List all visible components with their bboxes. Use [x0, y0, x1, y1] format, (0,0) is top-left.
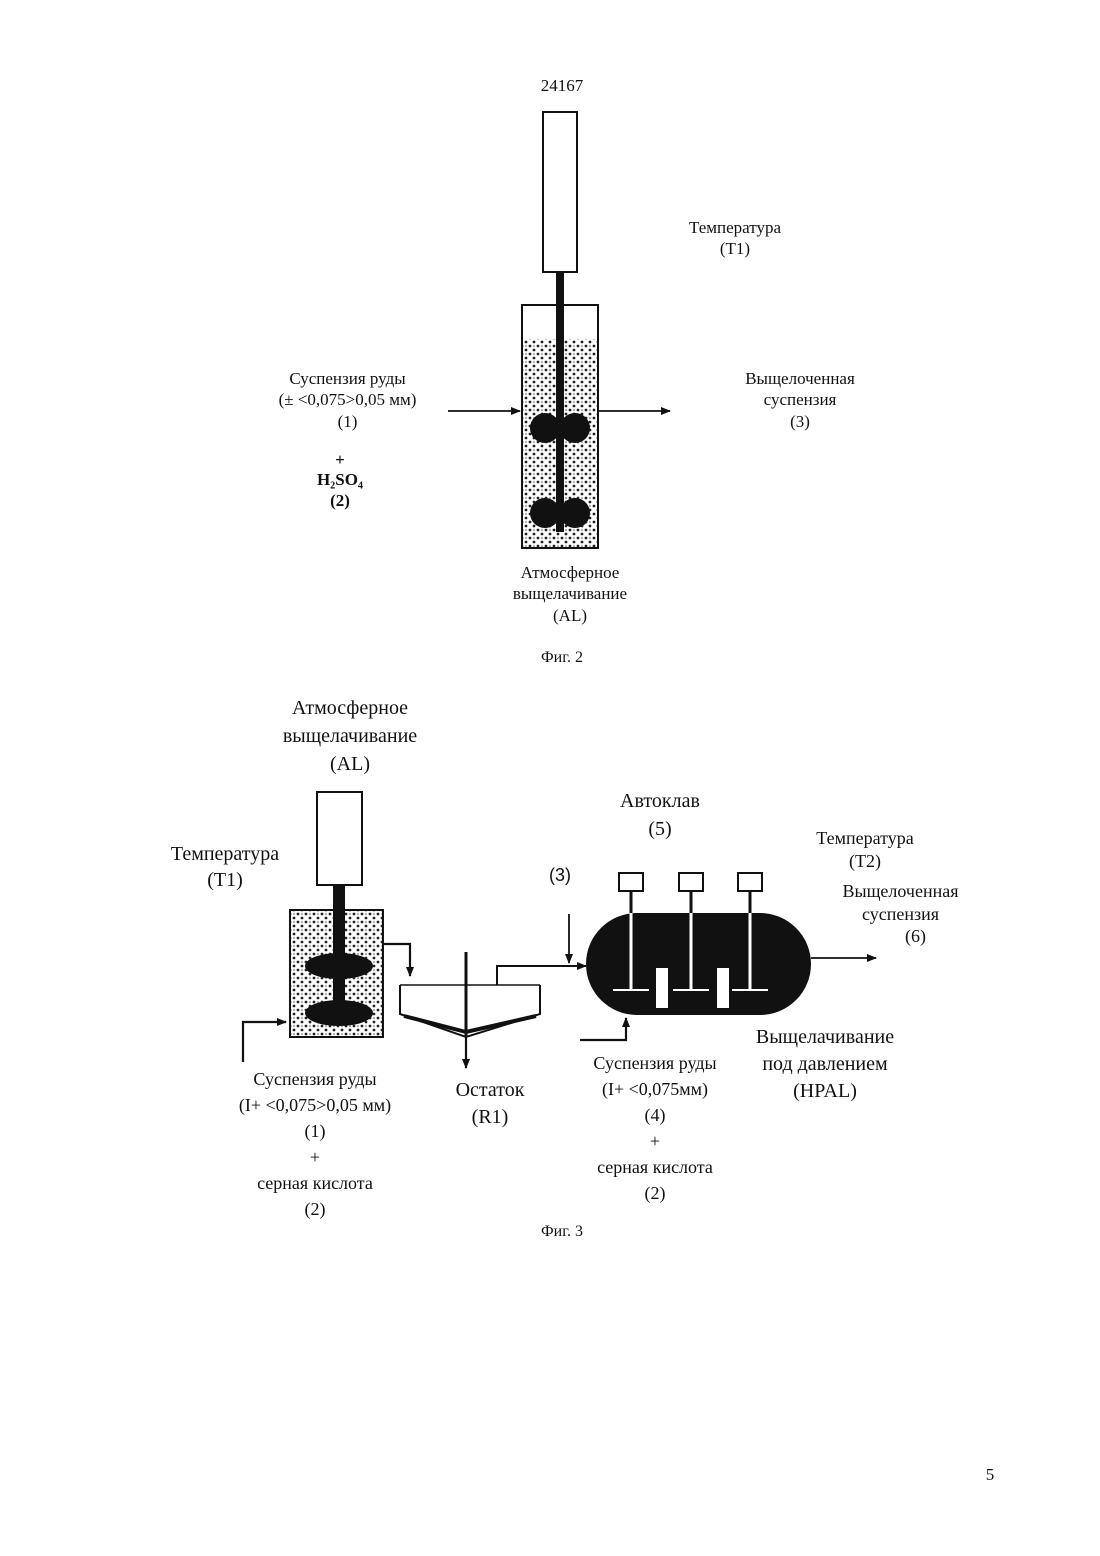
fig3-autoclave-baffle-1 — [656, 968, 668, 1008]
fig3-hpal-line2: под давлением — [725, 1051, 925, 1078]
fig3-temp2-id: (T2) — [790, 850, 940, 873]
fig3-acid4-text: серная кислота — [565, 1154, 745, 1180]
fig2-vessel-line2: выщелачивание — [485, 583, 655, 604]
fig3-feed4-id: (4) — [565, 1102, 745, 1128]
fig2-feed-label: Суспензия руды (± <0,075>0,05 мм) (1) — [240, 368, 455, 432]
fig2-temperature-id: (T1) — [655, 238, 815, 259]
fig2-impeller-lower-left — [530, 498, 560, 528]
fig3-output-label: Выщелоченная суспензия (6) — [818, 880, 983, 948]
document-number: 24167 — [520, 75, 604, 96]
fig3-output-id: (6) — [848, 925, 983, 948]
fig2-acid-id: (2) — [300, 491, 380, 511]
fig3-feed4-plus: + — [565, 1128, 745, 1154]
fig2-acid-formula: H₂SO₄ — [300, 470, 380, 490]
fig3-feed4-size: (I+ <0,075мм) — [565, 1076, 745, 1102]
fig3-temp1-label: Температура (T1) — [145, 841, 305, 893]
fig3-temp1-id: (T1) — [145, 867, 305, 893]
fig2-vessel-id: (AL) — [485, 605, 655, 626]
fig3-feed1-text: Суспензия руды — [215, 1066, 415, 1092]
fig2-output-line1: Выщелоченная — [715, 368, 885, 389]
fig3-autoclave-motor-1 — [619, 873, 643, 891]
fig3-hpal-label: Выщелачивание под давлением (HPAL) — [725, 1024, 925, 1105]
fig3-hpal-line1: Выщелачивание — [725, 1024, 925, 1051]
fig2-vessel-label: Атмосферное выщелачивание (AL) — [485, 562, 655, 626]
fig3-residue-label: Остаток (R1) — [435, 1077, 545, 1131]
fig3-acid4-id: (2) — [565, 1180, 745, 1206]
fig3-caption: Фиг. 3 — [520, 1222, 604, 1242]
fig3-feed1-plus: + — [215, 1144, 415, 1170]
fig3-autoclave-baffle-2 — [717, 968, 729, 1008]
fig2-output-line2: суспензия — [715, 389, 885, 410]
fig3-temp2-text: Температура — [790, 827, 940, 850]
fig3-feed4-line — [580, 1018, 626, 1040]
fig2-shaft — [556, 272, 564, 532]
fig3-autoclave-label: Автоклав (5) — [590, 787, 730, 843]
fig3-settler-sludge — [404, 1016, 536, 1032]
fig3-feed1-label: Суспензия руды (I+ <0,075>0,05 мм) (1) +… — [215, 1066, 415, 1223]
fig3-output-line2: суспензия — [818, 903, 983, 926]
fig3-feed1-line — [243, 1022, 286, 1062]
fig3-autoclave-motor-2 — [679, 873, 703, 891]
fig2-impeller-lower-right — [560, 498, 590, 528]
fig3-al-line1: Атмосферное — [250, 694, 450, 722]
fig2-feed-id: (1) — [240, 411, 455, 432]
fig3-feed4-label: Суспензия руды (I+ <0,075мм) (4) + серна… — [565, 1050, 745, 1207]
fig3-output-line1: Выщелоченная — [818, 880, 983, 903]
fig3-temp1-text: Температура — [145, 841, 305, 867]
fig2-output-id: (3) — [715, 411, 885, 432]
fig3-autoclave-id: (5) — [590, 815, 730, 843]
page-number: 5 — [975, 1464, 1005, 1485]
fig3-temp2-label: Температура (T2) — [790, 827, 940, 872]
fig2-caption: Фиг. 2 — [520, 648, 604, 668]
fig2-output-label: Выщелоченная суспензия (3) — [715, 368, 885, 432]
fig3-autoclave-text: Автоклав — [590, 787, 730, 815]
fig2-plus: + — [300, 450, 380, 470]
fig3-al-id: (AL) — [250, 750, 450, 778]
fig3-acid1-id: (2) — [215, 1196, 415, 1222]
fig2-diagram — [448, 112, 670, 548]
fig3-al-motor — [317, 792, 362, 885]
fig3-overflow-to-autoclave — [497, 966, 586, 985]
fig3-autoclave — [586, 913, 811, 1015]
fig2-impeller-upper-left — [530, 413, 560, 443]
fig2-feed-size: (± <0,075>0,05 мм) — [240, 389, 455, 410]
fig3-feed1-id: (1) — [215, 1118, 415, 1144]
fig3-residue-text: Остаток — [435, 1077, 545, 1104]
fig3-al-impeller-lower — [305, 1000, 373, 1026]
fig3-feed4-text: Суспензия руды — [565, 1050, 745, 1076]
fig2-motor — [543, 112, 577, 272]
fig2-impeller-upper-right — [560, 413, 590, 443]
fig3-autoclave-motor-3 — [738, 873, 762, 891]
fig2-feed-text: Суспензия руды — [240, 368, 455, 389]
fig3-residue-id: (R1) — [435, 1104, 545, 1131]
fig2-temperature-label: Температура (T1) — [655, 217, 815, 260]
fig3-hpal-id: (HPAL) — [725, 1078, 925, 1105]
fig3-stream3-label: (3) — [535, 864, 585, 887]
fig3-al-overflow — [383, 944, 410, 976]
fig3-al-line2: выщелачивание — [250, 722, 450, 750]
fig3-acid1-text: серная кислота — [215, 1170, 415, 1196]
fig3-feed1-size: (I+ <0,075>0,05 мм) — [215, 1092, 415, 1118]
fig3-al-label: Атмосферное выщелачивание (AL) — [250, 694, 450, 778]
fig2-temperature-text: Температура — [655, 217, 815, 238]
fig2-acid-label: + H₂SO₄ (2) — [300, 450, 380, 511]
fig2-vessel-line1: Атмосферное — [485, 562, 655, 583]
fig3-al-impeller-upper — [305, 953, 373, 979]
